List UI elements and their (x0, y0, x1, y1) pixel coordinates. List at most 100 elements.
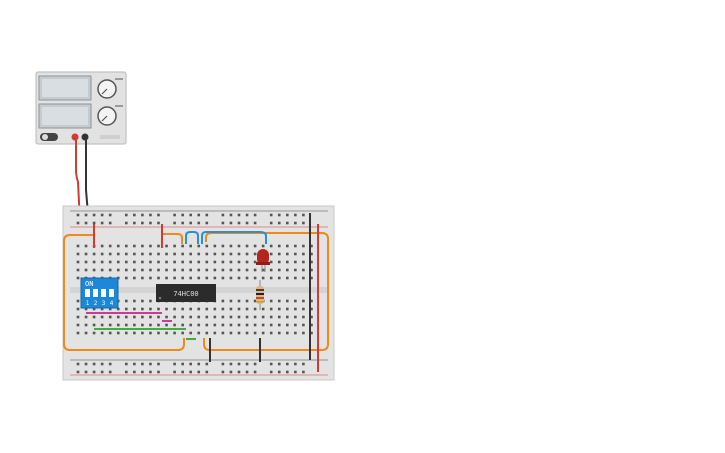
breadboard-hole[interactable] (157, 213, 160, 217)
breadboard-hole[interactable] (149, 268, 152, 272)
breadboard-hole[interactable] (310, 244, 313, 248)
breadboard-hole[interactable] (165, 260, 168, 264)
breadboard-hole[interactable] (205, 260, 209, 264)
breadboard-hole[interactable] (76, 307, 80, 311)
breadboard-hole[interactable] (261, 323, 265, 327)
breadboard-hole[interactable] (237, 299, 241, 303)
breadboard-hole[interactable] (277, 276, 281, 280)
breadboard-hole[interactable] (253, 299, 257, 303)
breadboard-hole[interactable] (229, 323, 233, 327)
led-icon[interactable] (256, 249, 270, 272)
breadboard-hole[interactable] (245, 221, 249, 225)
breadboard-hole[interactable] (133, 299, 136, 303)
breadboard-hole[interactable] (149, 221, 152, 225)
breadboard-hole[interactable] (149, 307, 152, 311)
breadboard-hole[interactable] (149, 331, 152, 335)
breadboard-hole[interactable] (157, 331, 160, 335)
breadboard-hole[interactable] (116, 315, 120, 319)
breadboard-hole[interactable] (173, 252, 176, 256)
breadboard-hole[interactable] (181, 221, 184, 225)
breadboard-hole[interactable] (261, 331, 265, 335)
breadboard-hole[interactable] (165, 252, 168, 256)
breadboard-hole[interactable] (189, 268, 192, 272)
breadboard-hole[interactable] (141, 307, 144, 311)
breadboard-hole[interactable] (108, 260, 112, 264)
breadboard-hole[interactable] (165, 323, 168, 327)
breadboard-hole[interactable] (302, 276, 305, 280)
breadboard-hole[interactable] (261, 268, 265, 272)
breadboard-hole[interactable] (213, 276, 217, 280)
breadboard-hole[interactable] (221, 323, 225, 327)
breadboard-hole[interactable] (76, 221, 80, 225)
breadboard-hole[interactable] (310, 331, 313, 335)
breadboard-hole[interactable] (84, 213, 88, 217)
breadboard-hole[interactable] (229, 362, 233, 366)
breadboard-hole[interactable] (205, 244, 209, 248)
breadboard-hole[interactable] (237, 260, 241, 264)
breadboard-hole[interactable] (294, 244, 297, 248)
breadboard-hole[interactable] (229, 221, 233, 225)
breadboard-hole[interactable] (84, 244, 88, 248)
breadboard-hole[interactable] (157, 276, 160, 280)
breadboard-hole[interactable] (197, 260, 201, 264)
breadboard-hole[interactable] (205, 268, 209, 272)
breadboard-hole[interactable] (165, 276, 168, 280)
breadboard-hole[interactable] (141, 221, 144, 225)
breadboard-hole[interactable] (125, 323, 128, 327)
breadboard-hole[interactable] (197, 244, 201, 248)
breadboard-hole[interactable] (253, 370, 257, 374)
breadboard-hole[interactable] (286, 323, 289, 327)
breadboard-hole[interactable] (237, 276, 241, 280)
breadboard-hole[interactable] (269, 370, 273, 374)
breadboard-hole[interactable] (76, 299, 80, 303)
breadboard-hole[interactable] (189, 362, 192, 366)
breadboard-hole[interactable] (100, 370, 104, 374)
breadboard-hole[interactable] (302, 315, 305, 319)
breadboard-hole[interactable] (181, 252, 184, 256)
breadboard-hole[interactable] (149, 276, 152, 280)
breadboard-hole[interactable] (277, 362, 281, 366)
breadboard-hole[interactable] (302, 323, 305, 327)
breadboard-hole[interactable] (197, 315, 201, 319)
breadboard-hole[interactable] (100, 244, 104, 248)
negative-terminal[interactable] (81, 133, 89, 141)
breadboard-hole[interactable] (294, 252, 297, 256)
breadboard-hole[interactable] (76, 268, 80, 272)
breadboard-hole[interactable] (189, 244, 192, 248)
breadboard-hole[interactable] (286, 260, 289, 264)
breadboard-hole[interactable] (173, 268, 176, 272)
breadboard-hole[interactable] (173, 221, 176, 225)
breadboard-hole[interactable] (76, 276, 80, 280)
breadboard-hole[interactable] (261, 244, 265, 248)
breadboard-hole[interactable] (189, 331, 192, 335)
breadboard-hole[interactable] (269, 315, 273, 319)
breadboard-hole[interactable] (286, 299, 289, 303)
breadboard-hole[interactable] (116, 323, 120, 327)
breadboard-hole[interactable] (189, 276, 192, 280)
breadboard-hole[interactable] (189, 252, 192, 256)
breadboard-hole[interactable] (221, 276, 225, 280)
breadboard-hole[interactable] (125, 370, 128, 374)
breadboard-hole[interactable] (229, 331, 233, 335)
breadboard-hole[interactable] (133, 260, 136, 264)
breadboard-hole[interactable] (205, 323, 209, 327)
breadboard-hole[interactable] (141, 323, 144, 327)
breadboard-hole[interactable] (92, 323, 96, 327)
breadboard-hole[interactable] (229, 307, 233, 311)
breadboard-hole[interactable] (100, 315, 104, 319)
breadboard-hole[interactable] (92, 213, 96, 217)
breadboard-hole[interactable] (197, 252, 201, 256)
breadboard-hole[interactable] (133, 307, 136, 311)
breadboard-hole[interactable] (84, 331, 88, 335)
breadboard-hole[interactable] (213, 323, 217, 327)
breadboard-hole[interactable] (213, 315, 217, 319)
breadboard-hole[interactable] (286, 370, 289, 374)
breadboard-hole[interactable] (189, 213, 192, 217)
breadboard-hole[interactable] (269, 362, 273, 366)
breadboard-hole[interactable] (205, 370, 209, 374)
dip-switch[interactable]: ON 1 2 3 4 (80, 277, 119, 309)
breadboard-hole[interactable] (149, 323, 152, 327)
breadboard-hole[interactable] (84, 370, 88, 374)
breadboard-hole[interactable] (149, 362, 152, 366)
breadboard-hole[interactable] (245, 307, 249, 311)
